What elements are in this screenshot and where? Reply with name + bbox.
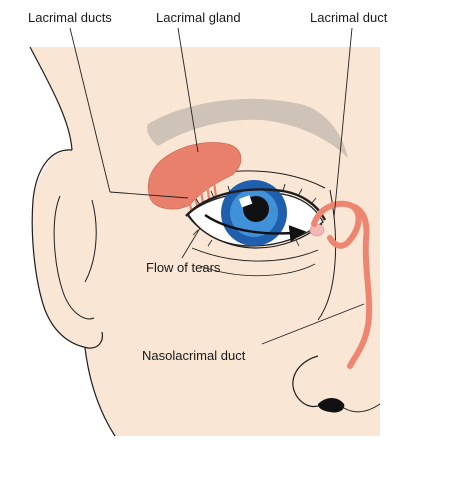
lower-lid-fold-2	[199, 263, 316, 277]
upper-eyelid	[185, 188, 327, 221]
eyebrow	[147, 98, 348, 158]
face-skin	[30, 47, 380, 436]
lower-lid-fold-1	[191, 247, 319, 262]
ear-inner	[53, 195, 95, 320]
eye-highlight	[238, 195, 253, 208]
nostril	[318, 398, 345, 413]
leader-nasolacrimal-duct	[261, 303, 365, 345]
label-nasolacrimal-duct: Nasolacrimal duct	[142, 348, 246, 363]
label-lacrimal-duct: Lacrimal duct	[310, 10, 388, 25]
ear-lobe-line	[84, 199, 97, 283]
tear-flow-arrow	[204, 214, 307, 242]
nose-outline	[292, 355, 323, 408]
label-lacrimal-gland: Lacrimal gland	[156, 10, 241, 25]
jaw-outline	[84, 347, 116, 437]
nose-lower-line	[343, 403, 381, 413]
leader-lacrimal-ducts	[69, 27, 111, 193]
leader-lacrimal-gland	[177, 27, 199, 153]
label-flow-of-tears: Flow of tears	[146, 260, 221, 275]
leader-flow-of-tears	[181, 227, 201, 259]
nasolacrimal-duct	[311, 200, 373, 369]
leader-lacrimal-duct	[333, 27, 353, 219]
upper-eyelashes	[195, 183, 317, 206]
label-lacrimal-ducts: Lacrimal ducts	[28, 10, 112, 25]
ear-outline	[31, 149, 103, 349]
face-outline	[29, 46, 73, 151]
leader-lacrimal-ducts-h	[109, 191, 189, 199]
